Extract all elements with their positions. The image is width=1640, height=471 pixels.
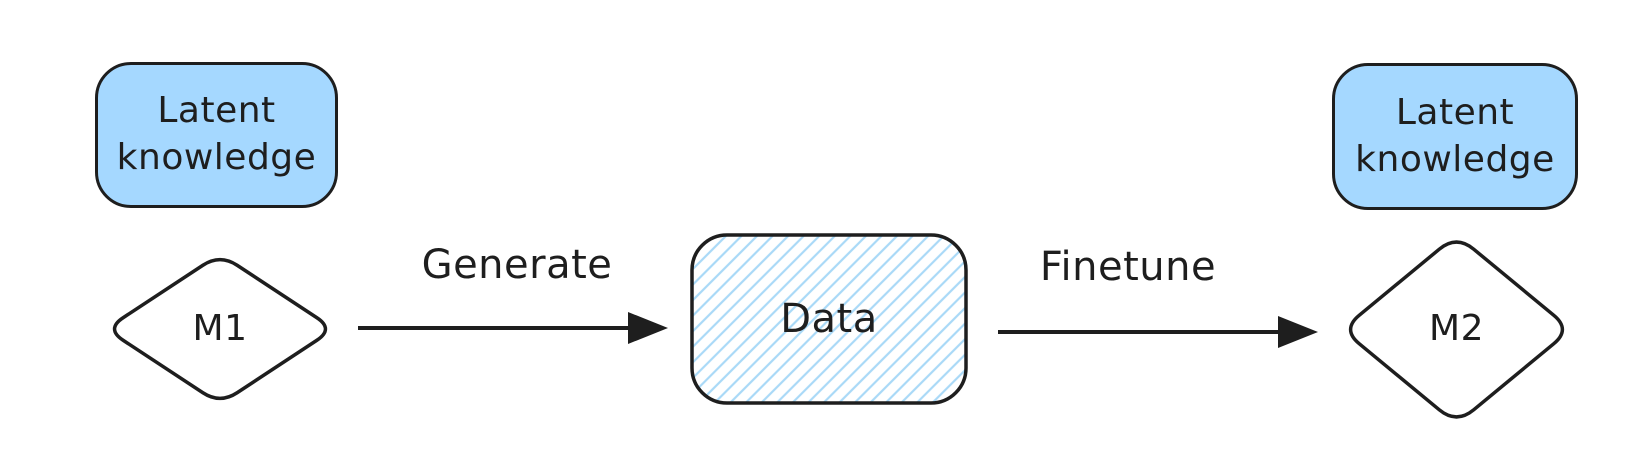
m1-diamond-shape bbox=[112, 257, 328, 401]
m2-label: M2 bbox=[1429, 308, 1484, 350]
latent-knowledge-right-node: Latent knowledge bbox=[1332, 63, 1578, 210]
m2-diamond-shape bbox=[1348, 240, 1565, 419]
data-box-shape bbox=[690, 233, 968, 405]
m1-node: M1 bbox=[102, 250, 338, 408]
data-node: Data bbox=[690, 233, 968, 405]
m2-node: M2 bbox=[1338, 231, 1575, 428]
finetune-arrow bbox=[998, 316, 1318, 348]
finetune-edge-label: Finetune bbox=[1039, 244, 1217, 290]
generate-edge-label: Generate bbox=[421, 242, 613, 288]
latent-knowledge-left-node: Latent knowledge bbox=[95, 62, 338, 208]
data-label: Data bbox=[780, 296, 878, 342]
m1-label: M1 bbox=[192, 307, 248, 349]
latent-knowledge-right-label: Latent knowledge bbox=[1355, 91, 1555, 180]
generate-arrow bbox=[358, 312, 668, 344]
latent-knowledge-left-label: Latent knowledge bbox=[116, 90, 317, 178]
